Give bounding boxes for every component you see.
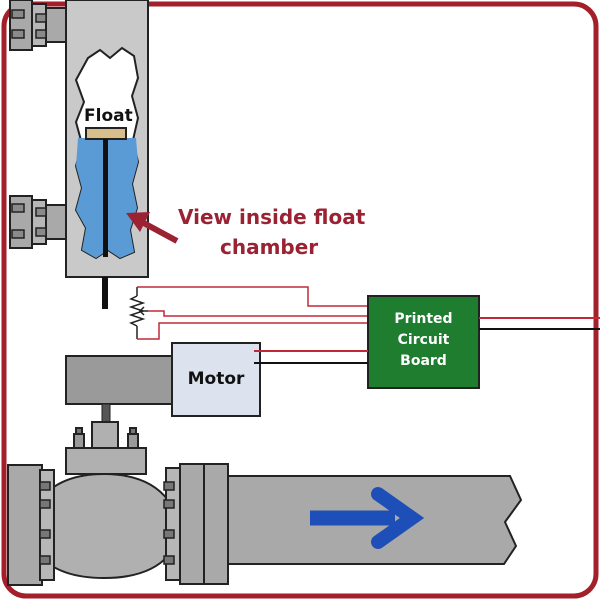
float-label: Float [84, 106, 133, 126]
actuator-housing [65, 355, 173, 405]
outlet-flange-bolts [163, 481, 175, 565]
lower-vessel-flange [9, 195, 67, 249]
inlet-flange [39, 469, 55, 581]
sensor-wires [137, 286, 370, 340]
potentiometer [128, 287, 148, 339]
pcb-box [367, 295, 480, 389]
callout-text-line1: View inside float [178, 205, 366, 229]
upper-vessel-flange [9, 0, 67, 51]
motor-label: Motor [187, 369, 245, 389]
inlet-pipe [7, 464, 43, 586]
float-stem [103, 139, 108, 257]
callout-arrow [126, 212, 179, 244]
float-body [85, 127, 127, 140]
flow-direction-arrow [310, 487, 425, 549]
valve-body [39, 472, 169, 580]
valve-bonnet [65, 421, 147, 475]
pcb-label-line2: Circuit [397, 332, 450, 348]
float-rod [102, 277, 108, 309]
inlet-flange-bolts [39, 481, 51, 565]
pcb-label: Printed Circuit Board [368, 309, 479, 372]
pcb-label-line1: Printed [394, 311, 453, 327]
callout-text-line2: chamber [220, 235, 319, 259]
motor-box [171, 342, 261, 417]
pcb-label-line3: Board [400, 353, 447, 369]
